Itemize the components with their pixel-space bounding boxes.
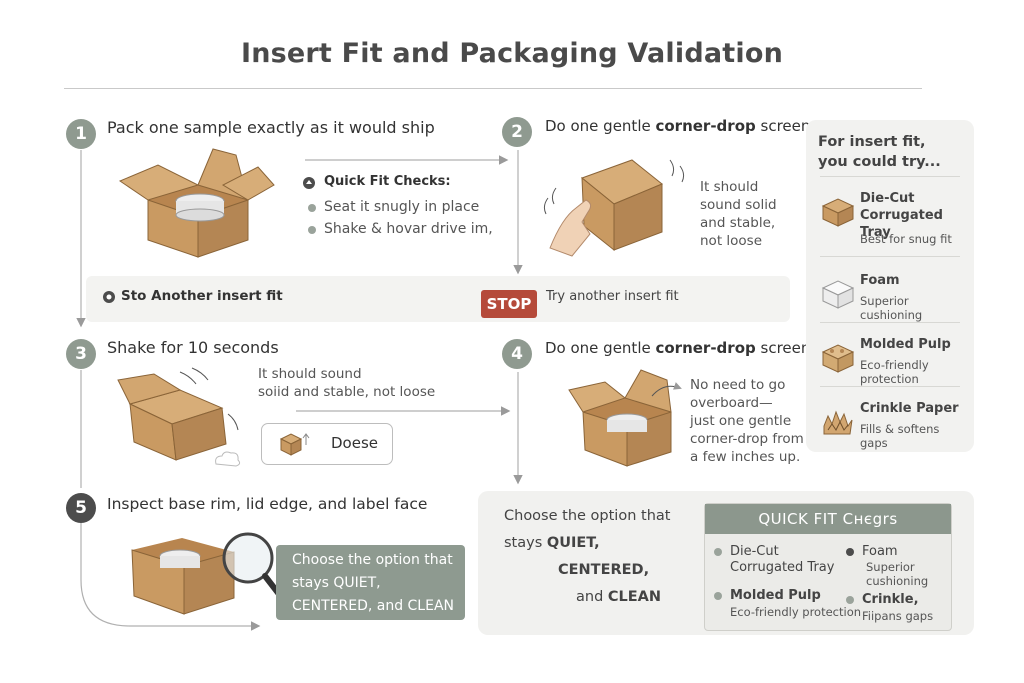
step-1-label: Pack one sample exactly as it would ship [107, 118, 435, 137]
side-item-molded-pulp: Molded Pulp Eco-friendly protection [820, 332, 970, 392]
quick-fit-item: Seat it snugly in place [308, 198, 479, 217]
quick-fit-box-item: Crinkle, Fiipans gaps [846, 592, 933, 624]
side-item-foam: Foam Superior cushioning [820, 268, 970, 328]
side-item-desc: Eco-friendly protection [860, 358, 929, 386]
page-title: Insert Fit and Packaging Validation [240, 38, 784, 69]
step-2-label: Do one gentle corner-drop screen [545, 117, 811, 135]
checklist-icon [303, 177, 315, 189]
side-item-name: Crinkle Paper [860, 401, 959, 416]
side-divider [820, 386, 960, 387]
side-item-desc: Fills & softens gaps [860, 422, 940, 450]
hand-drop-box-icon [543, 159, 685, 257]
step-3-number: 3 [66, 339, 96, 369]
stop-bar-left-label: Sto Another insert fit [121, 288, 283, 304]
step-5-number: 5 [66, 493, 96, 523]
stop-bar-right-label: Try another insert fit [546, 289, 679, 304]
inspect-box-magnifier-icon [131, 532, 285, 615]
side-item-name: Molded Pulp [860, 337, 951, 352]
tray-icon [821, 198, 855, 227]
foam-icon [821, 280, 855, 309]
side-panel-heading: For insert fit,you could try... [818, 134, 941, 170]
small-box-icon [279, 433, 310, 456]
quick-fit-box-heading: QUICK FIT Cнєgrs [705, 504, 951, 534]
step-2-number: 2 [502, 117, 532, 147]
side-item-desc: Best for snug fit [860, 232, 952, 246]
curved-arrow-icon [651, 382, 682, 397]
connector-5-cta [80, 520, 261, 631]
dust-cloud-icon [215, 451, 241, 467]
step-1-number: 1 [66, 119, 96, 149]
quick-fit-item: Shake & hovar drive im, [308, 220, 493, 239]
side-divider [820, 176, 960, 177]
side-item-desc: Superior cushioning [860, 294, 923, 322]
step-4-label: Do one gentle corner-drop screen [545, 339, 811, 357]
quick-fit-heading: Quick Fit Checks: [324, 174, 451, 189]
quick-fit-box-item: Die-Cut Corrugated Tray [714, 544, 834, 576]
side-divider [820, 322, 960, 323]
step-3-label: Shake for 10 seconds [107, 338, 279, 357]
stop-badge: STOP [481, 290, 537, 318]
bottom-summary-text: Choose the option that stays QUIET, CENT… [504, 508, 671, 605]
pulp-icon [821, 344, 855, 373]
box-candle-icon [568, 369, 672, 467]
cta-choose-option: Choose the option that stays QUIET, CENT… [276, 545, 465, 620]
side-item-crinkle-paper: Crinkle Paper Fills & softens gaps [820, 396, 970, 456]
side-item-name: Foam [860, 273, 900, 288]
side-divider [820, 256, 960, 257]
stop-bar [86, 276, 790, 322]
doese-label: Doese [331, 434, 378, 452]
stop-dot-icon [103, 291, 115, 303]
crinkle-icon [823, 410, 853, 435]
step-5-label: Inspect base rim, lid edge, and label fa… [107, 495, 428, 513]
quick-fit-box-item: Foam Superior cushioning [846, 544, 928, 588]
step-4-number: 4 [502, 339, 532, 369]
title-divider [64, 88, 922, 89]
shaking-box-icon [117, 367, 239, 461]
quick-fit-box-item: Molded Pulp Eco-friendly protection [714, 588, 861, 620]
open-box-candle-icon [118, 148, 275, 258]
